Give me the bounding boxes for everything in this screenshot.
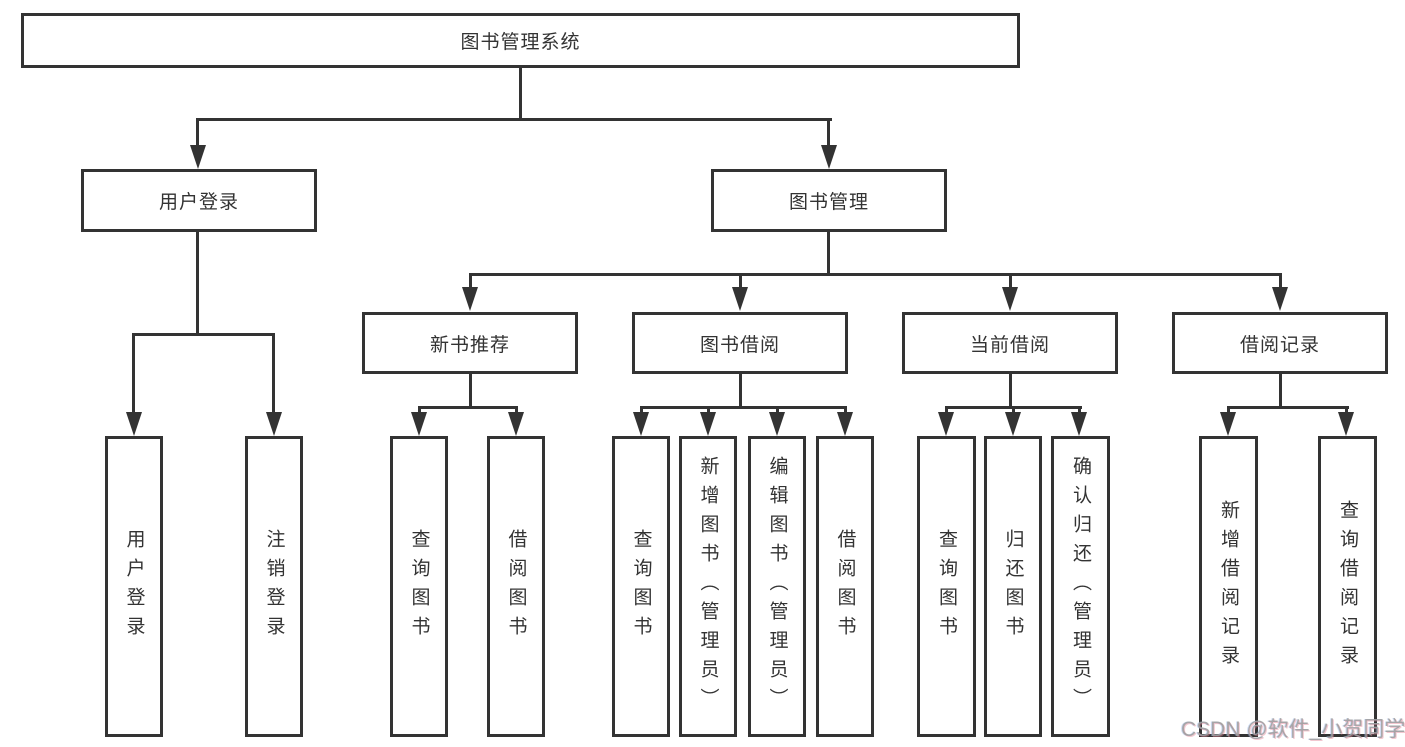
arrow-to-cb-confirm-return — [1071, 412, 1087, 436]
arrow-to-book-borrow — [732, 287, 748, 311]
node-current-borrow-label: 当前借阅 — [969, 334, 1050, 356]
node-new-book-rec: 新书推荐 — [362, 312, 578, 374]
arrow-to-logout — [266, 412, 282, 436]
node-br-query-record: 查询借阅记录 — [1318, 436, 1377, 737]
arrow-to-br-query-record — [1338, 412, 1354, 436]
arrow-to-new-book-rec — [462, 287, 478, 311]
connector-currentborrow-hline — [945, 406, 1082, 409]
node-book-borrow-label: 图书借阅 — [699, 334, 780, 356]
connector-borrowrecord-vline — [1279, 372, 1282, 408]
connector-bookborrow-vline — [739, 372, 742, 408]
node-bb-borrow-book: 借阅图书 — [816, 436, 874, 737]
node-cb-return-book: 归还图书 — [984, 436, 1042, 737]
arrow-to-bb-query-book — [633, 412, 649, 436]
connector-borrowrecord-stub-2 — [1345, 408, 1348, 414]
connector-bookmgmt-stub-4 — [1279, 275, 1282, 289]
node-br-add-record: 新增借阅记录 — [1199, 436, 1258, 737]
connector-root-vline — [519, 67, 522, 120]
node-nbr-query-book: 查询图书 — [390, 436, 448, 737]
arrow-to-cb-query-book — [938, 412, 954, 436]
connector-root-stub-left — [196, 120, 199, 148]
node-nbr-borrow-book-label: 借阅图书 — [505, 528, 527, 645]
connector-currentborrow-stub-2 — [1012, 408, 1015, 414]
connector-currentborrow-vline — [1009, 372, 1012, 408]
node-book-mgmt: 图书管理 — [711, 169, 947, 232]
connector-root-hline — [196, 118, 832, 121]
node-book-mgmt-label: 图书管理 — [788, 192, 869, 213]
arrow-to-current-borrow — [1002, 287, 1018, 311]
node-user-login: 用户登录 — [81, 169, 317, 232]
node-cb-query-book-label: 查询图书 — [936, 528, 957, 645]
arrow-to-nbr-borrow-book — [508, 412, 524, 436]
node-br-add-record-label: 新增借阅记录 — [1218, 499, 1239, 674]
connector-bookmgmt-vline — [827, 232, 830, 275]
connector-bookborrow-stub-3 — [776, 408, 779, 414]
connector-root-stub-right — [827, 120, 830, 148]
node-user-login-label: 用户登录 — [158, 192, 239, 213]
arrow-to-bb-borrow-book — [837, 412, 853, 436]
node-login-label: 用户登录 — [123, 528, 145, 645]
connector-bookmgmt-stub-1 — [469, 275, 472, 289]
connector-borrowrecord-hline — [1227, 406, 1349, 409]
node-logout-label: 注销登录 — [263, 528, 285, 645]
node-cb-query-book: 查询图书 — [917, 436, 976, 737]
connector-newbookrec-stub-2 — [515, 408, 518, 414]
connector-userlogin-vline — [196, 232, 199, 335]
connector-borrowrecord-stub-1 — [1227, 408, 1230, 414]
arrow-to-login — [126, 412, 142, 436]
node-root-label: 图书管理系统 — [460, 32, 581, 53]
connector-bookmgmt-hline — [469, 273, 1282, 276]
node-borrow-record-label: 借阅记录 — [1239, 334, 1320, 356]
connector-currentborrow-stub-3 — [1078, 408, 1081, 414]
node-bb-query-book: 查询图书 — [612, 436, 670, 737]
node-logout: 注销登录 — [245, 436, 303, 737]
node-cb-confirm-return: 确认归还（管理员） — [1051, 436, 1110, 737]
node-bb-add-book-label: 新增图书（管理员） — [697, 456, 719, 717]
connector-newbookrec-stub-1 — [418, 408, 421, 414]
node-nbr-query-book-label: 查询图书 — [408, 528, 430, 645]
node-nbr-borrow-book: 借阅图书 — [487, 436, 545, 737]
node-book-borrow: 图书借阅 — [632, 312, 848, 374]
node-cb-confirm-return-label: 确认归还（管理员） — [1070, 456, 1091, 717]
node-bb-edit-book-label: 编辑图书（管理员） — [766, 456, 788, 717]
arrow-to-br-add-record — [1220, 412, 1236, 436]
connector-currentborrow-stub-1 — [945, 408, 948, 414]
connector-newbookrec-hline — [418, 406, 518, 409]
node-bb-borrow-book-label: 借阅图书 — [834, 528, 856, 645]
arrow-to-bb-edit-book — [769, 412, 785, 436]
node-current-borrow: 当前借阅 — [902, 312, 1118, 374]
arrow-to-nbr-query-book — [411, 412, 427, 436]
node-root: 图书管理系统 — [21, 13, 1020, 68]
node-borrow-record: 借阅记录 — [1172, 312, 1388, 374]
arrow-to-borrow-record — [1272, 287, 1288, 311]
connector-bookborrow-hline — [640, 406, 847, 409]
connector-bookborrow-stub-2 — [707, 408, 710, 414]
connector-bookmgmt-stub-3 — [1009, 275, 1012, 289]
connector-bookmgmt-stub-2 — [739, 275, 742, 289]
connector-userlogin-hline — [132, 333, 275, 336]
node-bb-edit-book: 编辑图书（管理员） — [748, 436, 806, 737]
node-cb-return-book-label: 归还图书 — [1002, 528, 1024, 645]
arrow-to-book-mgmt — [821, 145, 837, 169]
node-new-book-rec-label: 新书推荐 — [429, 334, 510, 356]
node-login: 用户登录 — [105, 436, 163, 737]
node-bb-add-book: 新增图书（管理员） — [679, 436, 737, 737]
node-br-query-record-label: 查询借阅记录 — [1337, 499, 1358, 674]
connector-bookborrow-stub-1 — [640, 408, 643, 414]
connector-userlogin-stub-right — [272, 335, 275, 413]
watermark: CSDN @软件_小贺同学 — [1181, 718, 1405, 741]
arrow-to-bb-add-book — [700, 412, 716, 436]
node-bb-query-book-label: 查询图书 — [630, 528, 652, 645]
connector-bookborrow-stub-4 — [844, 408, 847, 414]
arrow-to-user-login — [190, 145, 206, 169]
arrow-to-cb-return-book — [1005, 412, 1021, 436]
connector-newbookrec-vline — [469, 372, 472, 408]
connector-userlogin-stub-left — [132, 335, 135, 413]
